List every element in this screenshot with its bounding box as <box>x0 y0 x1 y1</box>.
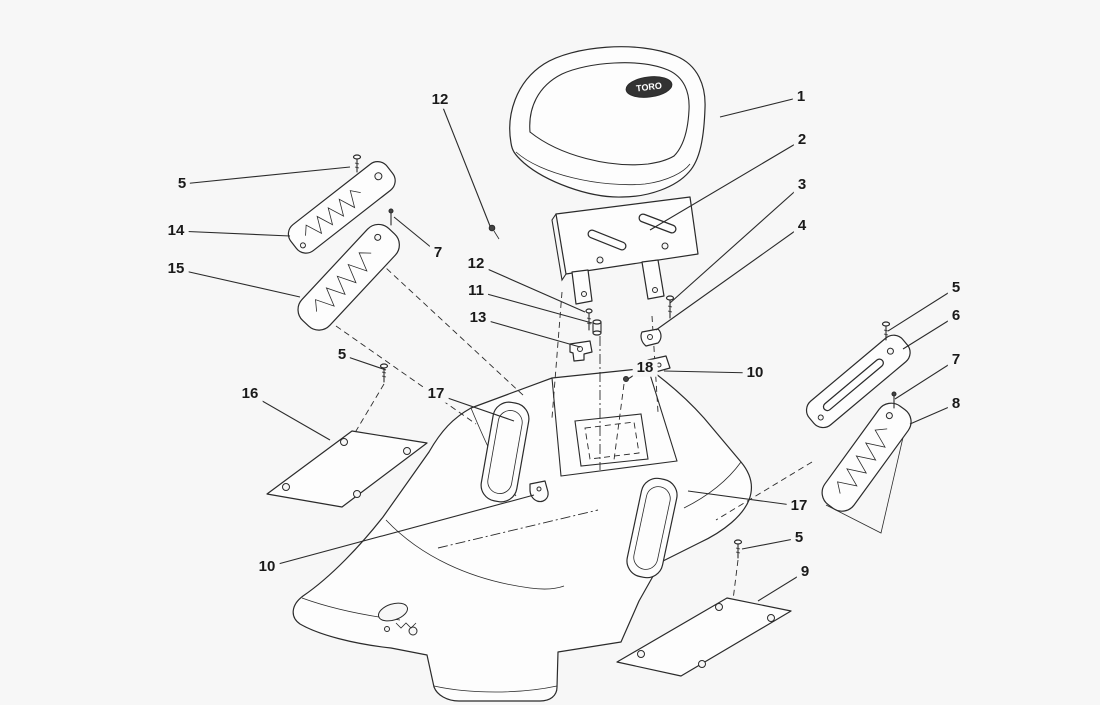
leader-lines <box>175 96 957 602</box>
bolt-12-lower <box>585 308 593 331</box>
recess-17-right <box>626 477 678 579</box>
leader-line-5 <box>741 537 800 550</box>
screw-5-midleft-part <box>379 363 389 383</box>
callout-17[interactable]: 17 <box>423 385 449 403</box>
callout-3[interactable]: 3 <box>793 176 811 194</box>
screw-5-bottomright-part <box>733 539 743 559</box>
callout-4[interactable]: 4 <box>793 217 811 235</box>
leader-line-3 <box>669 184 803 304</box>
callout-16[interactable]: 16 <box>237 385 263 403</box>
callout-11[interactable]: 11 <box>464 282 488 300</box>
latch-10-part <box>529 480 549 503</box>
callout-15[interactable]: 15 <box>163 260 189 278</box>
leader-line-12 <box>439 99 491 227</box>
leader-line-1 <box>719 96 802 118</box>
panel-6-part <box>805 334 911 429</box>
leader-line-13 <box>477 317 581 348</box>
leader-line-15 <box>175 268 301 298</box>
callout-5[interactable]: 5 <box>173 175 191 193</box>
panel-15-part <box>297 223 400 331</box>
plate-16-part <box>266 430 428 508</box>
callout-6[interactable]: 6 <box>947 307 965 325</box>
callout-18[interactable]: 18 <box>632 359 658 377</box>
spacer-11-part <box>592 319 602 336</box>
leader-line-5 <box>887 287 957 332</box>
recess-17-left <box>480 401 530 503</box>
callout-5[interactable]: 5 <box>947 279 965 297</box>
stud-7-right-part <box>891 391 897 409</box>
callout-1[interactable]: 1 <box>792 88 810 106</box>
leader-line-14 <box>175 230 291 237</box>
panel-8-part <box>821 402 912 512</box>
clip-4-part <box>640 328 662 347</box>
leader-line-11 <box>475 290 593 324</box>
callout-8[interactable]: 8 <box>947 395 965 413</box>
brand-logo: TORO <box>625 76 673 98</box>
screw-5-right-part <box>881 321 891 341</box>
leader-line-5 <box>181 166 351 185</box>
leader-line-17 <box>687 490 800 507</box>
leader-line-6 <box>902 315 957 350</box>
callout-9[interactable]: 9 <box>796 563 814 581</box>
seat-bracket-part <box>551 196 699 305</box>
panel-14-part <box>287 161 396 254</box>
leader-line-4 <box>655 225 803 331</box>
callout-7[interactable]: 7 <box>429 244 447 262</box>
callout-5[interactable]: 5 <box>790 529 808 547</box>
seat-part: TORO <box>509 46 706 198</box>
leader-line-7 <box>894 359 957 400</box>
plate-9-part <box>616 597 792 677</box>
callout-14[interactable]: 14 <box>163 222 189 240</box>
leader-line-17 <box>435 393 515 422</box>
leader-line-10 <box>663 370 756 374</box>
callout-10[interactable]: 10 <box>742 364 768 382</box>
bolt-12-upper <box>488 224 500 240</box>
brand-logo-text: TORO <box>636 80 663 93</box>
stud-7-left-part <box>388 208 394 226</box>
leader-line-2 <box>649 139 803 231</box>
callout-5[interactable]: 5 <box>333 346 351 364</box>
callout-2[interactable]: 2 <box>793 131 811 149</box>
callout-10[interactable]: 10 <box>254 558 280 576</box>
callout-12[interactable]: 12 <box>463 255 489 273</box>
main-body-part <box>292 367 752 702</box>
leader-line-12 <box>475 263 586 313</box>
leader-line-10 <box>266 494 535 568</box>
projection-lines <box>335 254 908 601</box>
leader-line-16 <box>249 393 331 441</box>
callout-17[interactable]: 17 <box>786 497 812 515</box>
callout-12[interactable]: 12 <box>427 91 453 109</box>
screw-5-left-part <box>352 154 362 173</box>
callout-13[interactable]: 13 <box>465 309 491 327</box>
callout-7[interactable]: 7 <box>947 351 965 369</box>
